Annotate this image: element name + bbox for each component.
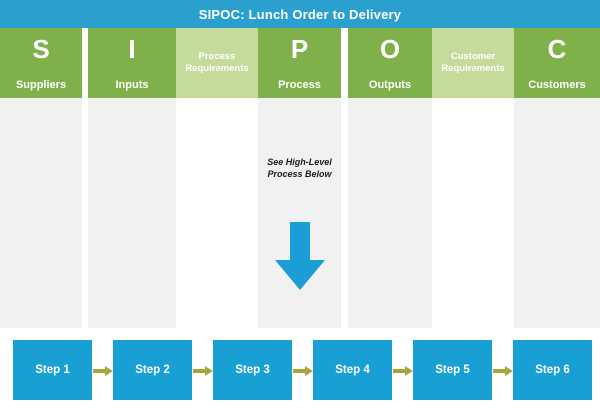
column-label-process: Process — [278, 79, 321, 91]
sipoc-column-suppliers[interactable]: S Suppliers — [0, 28, 82, 328]
column-header-customer-requirements: Customer Requirements — [432, 28, 514, 98]
column-label-outputs: Outputs — [368, 79, 412, 91]
step-label-1: Step 1 — [35, 364, 70, 376]
sipoc-columns: S Suppliers I Inputs Process Requirements P Pr… — [0, 28, 600, 328]
sipoc-column-customer-requirements[interactable]: Customer Requirements — [432, 28, 514, 328]
step-box-6[interactable]: Step 6 — [513, 340, 592, 400]
process-step-flow: Step 1 Step 2 Step 3 Step 4 Step 5 Step 6 — [0, 340, 600, 404]
column-body-outputs[interactable] — [348, 98, 432, 328]
sipoc-column-outputs[interactable]: O Outputs — [348, 28, 432, 328]
step-connector-arrow-1 — [93, 364, 114, 376]
column-body-suppliers[interactable] — [0, 98, 82, 328]
column-label-process-requirements: Process Requirements — [185, 51, 249, 74]
step-connector-arrow-2 — [193, 364, 214, 376]
column-label-suppliers: Suppliers — [15, 79, 67, 91]
column-letter-inputs: I — [128, 34, 136, 64]
column-letter-outputs: O — [379, 34, 401, 64]
step-label-6: Step 6 — [535, 364, 570, 376]
step-box-1[interactable]: Step 1 — [13, 340, 92, 400]
step-label-3: Step 3 — [235, 364, 270, 376]
down-arrow-icon — [273, 222, 327, 292]
step-box-2[interactable]: Step 2 — [113, 340, 192, 400]
column-header-customers: C Customers — [514, 28, 600, 98]
column-label-customers: Customers — [528, 79, 586, 91]
sipoc-column-inputs[interactable]: I Inputs — [88, 28, 176, 328]
column-header-process-requirements: Process Requirements — [176, 28, 258, 98]
step-box-3[interactable]: Step 3 — [213, 340, 292, 400]
process-note-line-1: See High-Level — [267, 157, 332, 167]
step-label-2: Step 2 — [135, 364, 170, 376]
step-label-4: Step 4 — [335, 364, 370, 376]
column-header-suppliers: S Suppliers — [0, 28, 82, 98]
step-connector-arrow-5 — [493, 364, 514, 376]
column-body-customer-requirements[interactable] — [432, 98, 514, 328]
column-label-customer-requirements: Customer Requirements — [441, 51, 505, 74]
column-body-process-requirements[interactable] — [176, 98, 258, 328]
step-connector-arrow-4 — [393, 364, 414, 376]
column-label-inputs: Inputs — [115, 79, 149, 91]
column-body-customers[interactable] — [514, 98, 600, 328]
sipoc-column-process-requirements[interactable]: Process Requirements — [176, 28, 258, 328]
column-header-process: P Process — [258, 28, 341, 98]
column-letter-process: P — [290, 34, 309, 64]
step-connector-arrow-3 — [293, 364, 314, 376]
sipoc-column-customers[interactable]: C Customers — [514, 28, 600, 328]
page-title: SIPOC: Lunch Order to Delivery — [198, 6, 402, 22]
column-letter-customers: C — [547, 34, 567, 64]
diagram-title-bar: SIPOC: Lunch Order to Delivery — [0, 0, 600, 28]
step-box-4[interactable]: Step 4 — [313, 340, 392, 400]
column-letter-suppliers: S — [32, 34, 50, 64]
step-label-5: Step 5 — [435, 364, 470, 376]
column-header-inputs: I Inputs — [88, 28, 176, 98]
process-note-line-2: Process Below — [267, 169, 332, 179]
step-box-5[interactable]: Step 5 — [413, 340, 492, 400]
column-header-outputs: O Outputs — [348, 28, 432, 98]
column-body-inputs[interactable] — [88, 98, 176, 328]
